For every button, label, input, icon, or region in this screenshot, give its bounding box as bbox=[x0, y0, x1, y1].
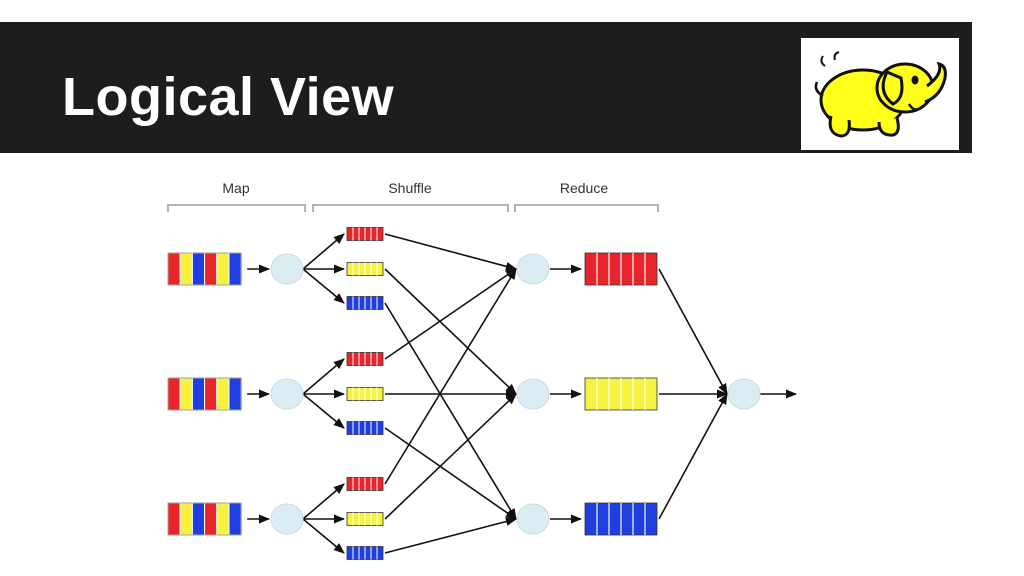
shuffle-arrow bbox=[384, 393, 517, 520]
map-input-cell bbox=[216, 252, 230, 286]
reducer-node bbox=[516, 378, 550, 410]
map-input-block bbox=[167, 252, 242, 286]
map-input-cell bbox=[167, 252, 181, 286]
logo-box bbox=[801, 38, 959, 150]
map-input-cell bbox=[167, 377, 181, 411]
shuffle-arrow bbox=[384, 268, 517, 395]
mapper-to-partition-arrow bbox=[302, 233, 345, 270]
shuffle-arrow bbox=[384, 268, 517, 360]
final-node bbox=[727, 378, 761, 410]
output-to-final-arrow bbox=[658, 268, 728, 395]
map-input-cell bbox=[167, 502, 181, 536]
reduce-section-label: Reduce bbox=[560, 180, 608, 196]
map-input-cell bbox=[179, 252, 193, 286]
reduce-bracket bbox=[514, 204, 659, 212]
slide-title: Logical View bbox=[62, 67, 395, 127]
map-input-cell bbox=[204, 502, 218, 536]
map-input-cell bbox=[179, 502, 193, 536]
shapes bbox=[167, 227, 761, 560]
map-input-block bbox=[167, 377, 242, 411]
edges bbox=[247, 233, 798, 554]
map-input-cell bbox=[228, 502, 242, 536]
map-input-cell bbox=[204, 252, 218, 286]
shuffle-section-label: Shuffle bbox=[388, 180, 432, 196]
mapper-to-partition-arrow bbox=[302, 483, 345, 520]
hadoop-elephant-icon bbox=[814, 51, 947, 138]
reducer-node bbox=[516, 503, 550, 535]
shuffle-arrow bbox=[384, 233, 518, 271]
mapper-node bbox=[270, 503, 304, 535]
map-bracket bbox=[167, 204, 306, 212]
mapper-node bbox=[270, 253, 304, 285]
map-input-cell bbox=[179, 377, 193, 411]
map-input-cell bbox=[191, 252, 206, 286]
reducer-node bbox=[516, 253, 550, 285]
shuffle-arrow bbox=[384, 517, 518, 554]
shuffle-bracket bbox=[312, 204, 509, 212]
shuffle-arrow bbox=[384, 427, 517, 520]
mapper-to-partition-arrow bbox=[302, 518, 345, 554]
map-input-cell bbox=[216, 377, 230, 411]
map-input-cell bbox=[216, 502, 230, 536]
mapper-node bbox=[270, 378, 304, 410]
map-input-cell bbox=[204, 377, 218, 411]
mapper-to-partition-arrow bbox=[302, 268, 345, 304]
shuffle-arrow bbox=[384, 268, 517, 485]
map-input-cell bbox=[228, 252, 242, 286]
output-to-final-arrow bbox=[658, 393, 728, 520]
map-input-cell bbox=[228, 377, 242, 411]
map-section-label: Map bbox=[222, 180, 249, 196]
mapper-to-partition-arrow bbox=[302, 393, 345, 429]
mapper-to-partition-arrow bbox=[302, 358, 345, 395]
map-input-cell bbox=[191, 502, 206, 536]
shuffle-arrow bbox=[384, 302, 517, 520]
map-input-cell bbox=[191, 377, 206, 411]
map-input-block bbox=[167, 502, 242, 536]
